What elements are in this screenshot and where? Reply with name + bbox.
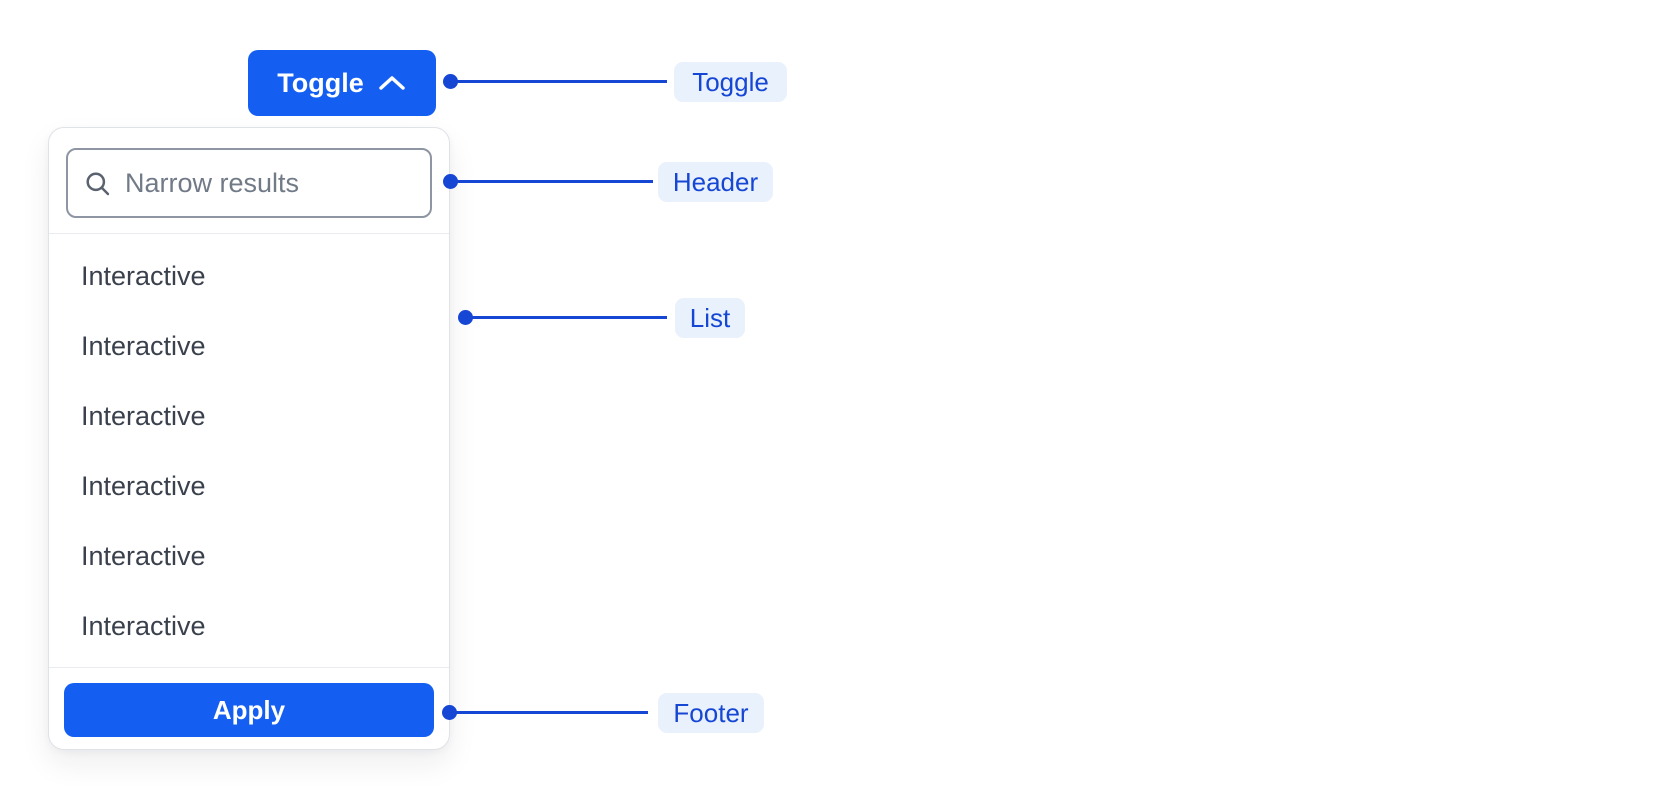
list-item[interactable]: Interactive [81, 471, 206, 501]
toggle-button-label: Toggle [277, 67, 364, 98]
toggle-annotation-label: Toggle [674, 62, 787, 102]
list-annotation-dot [458, 310, 473, 325]
toggle-annotation-line [450, 80, 667, 83]
dropdown-footer: Apply [49, 667, 449, 749]
list-item[interactable]: Interactive [81, 611, 206, 641]
list-item[interactable]: Interactive [81, 261, 206, 291]
footer-annotation-line [449, 711, 648, 714]
apply-button[interactable]: Apply [64, 683, 434, 737]
footer-annotation-dot [442, 705, 457, 720]
toggle-annotation-dot [443, 74, 458, 89]
list-annotation-label: List [675, 298, 745, 338]
header-annotation-line [450, 180, 653, 183]
toggle-button[interactable]: Toggle [248, 50, 436, 116]
search-box[interactable] [66, 148, 432, 218]
list-item[interactable]: Interactive [81, 541, 206, 571]
list-item[interactable]: Interactive [81, 331, 206, 361]
list-annotation-line [465, 316, 667, 319]
search-input[interactable] [125, 167, 414, 199]
list-item[interactable]: Interactive [81, 401, 206, 431]
header-annotation-label: Header [658, 162, 773, 202]
header-annotation-dot [443, 174, 458, 189]
chevron-up-icon [377, 74, 407, 92]
search-icon [84, 170, 111, 197]
footer-annotation-label: Footer [658, 693, 764, 733]
dropdown-header [49, 128, 449, 234]
dropdown-panel: Interactive Interactive Interactive Inte… [48, 127, 450, 750]
dropdown-list: Interactive Interactive Interactive Inte… [49, 234, 449, 667]
